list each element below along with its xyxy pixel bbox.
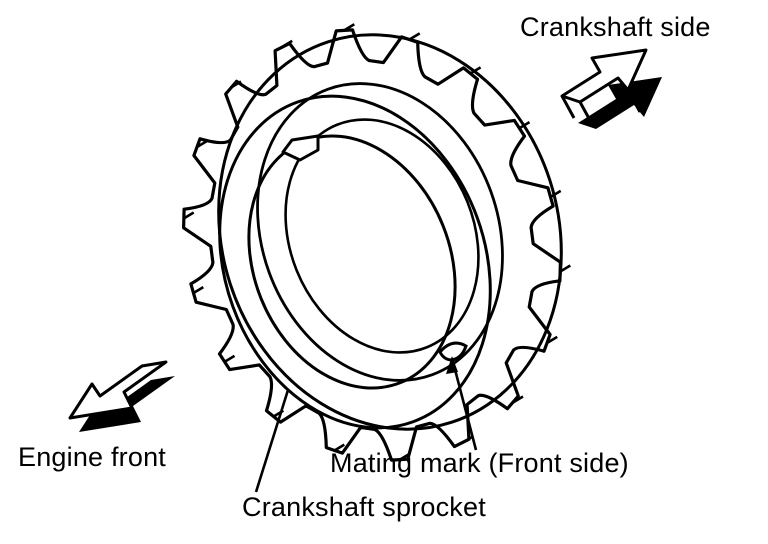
tooth-tip-tick [343,23,355,32]
tooth-tip-tick [192,285,204,295]
crankshaft-side-arrow-icon [560,48,662,129]
tooth-tip-tick [518,120,531,130]
keyway-notch [281,134,320,162]
crankshaft-sprocket-label: Crankshaft sprocket [242,492,486,522]
mating-mark-leader [450,357,478,451]
sprocket-tooth-ticks [183,23,571,461]
engine-front-label: Engine front [18,442,166,472]
mating-mark-notch [438,341,468,362]
hub-outer-ring [218,94,492,430]
mating-mark-arrowhead [446,356,458,374]
tooth-tip-tick [469,66,482,75]
tooth-tip-tick [399,452,411,461]
tooth-tip-tick [512,395,524,404]
tooth-tip-tick [223,354,236,364]
sprocket-teeth-outline [182,28,562,462]
hub-back-edge [256,82,504,382]
tooth-tip-tick [196,139,208,149]
sprocket-back-rim [217,33,563,431]
mating-mark-label: Mating mark (Front side) [330,448,629,478]
sprocket-leader [254,389,290,493]
crankshaft-side-label: Crankshaft side [520,12,711,42]
tooth-tip-tick [281,39,293,49]
engine-front-arrow-icon [68,360,175,432]
tooth-tip-tick [461,435,473,445]
bore-back-edge [284,118,480,354]
tooth-tip-tick [409,32,421,41]
tooth-tip-tick [333,443,345,452]
tooth-tip-tick [230,80,242,89]
tooth-tip-tick [546,335,558,345]
tooth-tip-tick [550,189,562,199]
tooth-tip-tick [183,211,195,220]
tooth-tip-tick [559,264,571,273]
